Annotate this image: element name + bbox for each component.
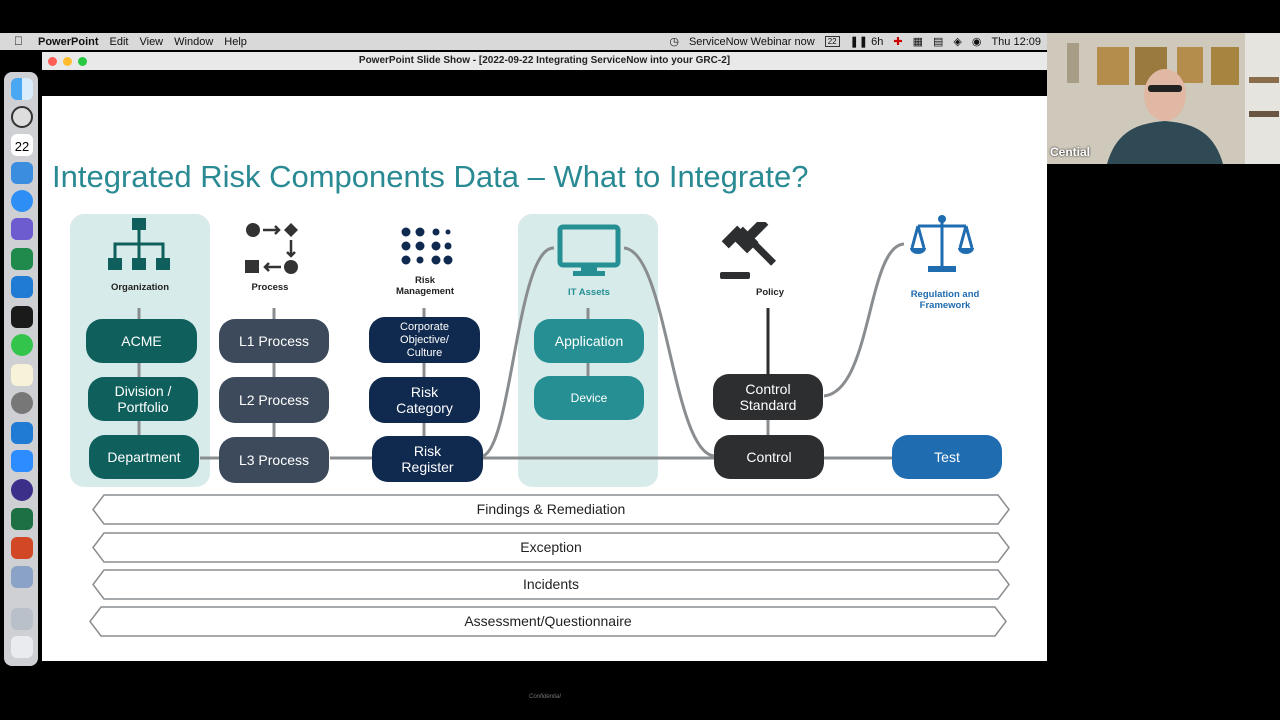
policy-control-standard[interactable]: Control Standard — [713, 374, 823, 420]
regulation-test[interactable]: Test — [892, 435, 1002, 479]
notes-icon[interactable] — [11, 364, 33, 386]
zoom-button[interactable] — [78, 57, 87, 66]
close-button[interactable] — [48, 57, 57, 66]
band-assessment-label: Assessment/Questionnaire — [464, 613, 632, 629]
band-exception[interactable]: Exception — [92, 532, 1010, 563]
messages-icon[interactable] — [11, 334, 33, 356]
menu-view[interactable]: View — [139, 35, 164, 48]
window-titlebar: PowerPoint Slide Show - [2022-09-22 Inte… — [42, 52, 1047, 70]
controls-icon[interactable]: ▤ — [932, 36, 944, 48]
menu-edit[interactable]: Edit — [109, 35, 129, 48]
policy-control[interactable]: Control — [714, 435, 824, 479]
meet-icon[interactable] — [11, 248, 33, 270]
webcam-video[interactable]: Cential — [1047, 33, 1280, 164]
risk-management-label: Risk Management — [395, 275, 455, 297]
window-title: PowerPoint Slide Show - [2022-09-22 Inte… — [358, 55, 731, 66]
band-incidents-label: Incidents — [522, 576, 580, 592]
safari-icon[interactable] — [11, 190, 33, 212]
status-calendar-icon[interactable]: 22 — [824, 36, 840, 47]
process-l2[interactable]: L2 Process — [219, 377, 329, 423]
risk-app-curve — [482, 246, 555, 458]
apple-icon[interactable]:  — [14, 34, 23, 48]
vscode-icon[interactable] — [11, 276, 33, 298]
band-assessment-questionnaire[interactable]: Assessment/Questionnaire — [89, 606, 1007, 637]
standard-regulation-curve — [823, 242, 905, 398]
org-division[interactable]: Division / Portfolio — [88, 377, 198, 421]
gavel-icon — [720, 222, 777, 279]
regulation-label: Regulation and Framework — [910, 289, 980, 311]
process-l3[interactable]: L3 Process — [219, 437, 329, 483]
plus-app-icon[interactable]: ✚ — [893, 36, 903, 48]
clock[interactable]: Thu 12:09 — [991, 35, 1041, 48]
risk-category[interactable]: Risk Category — [369, 377, 480, 423]
risk-matrix-icon — [401, 227, 453, 265]
asset-device[interactable]: Device — [534, 376, 644, 420]
process-flow-icon — [245, 223, 298, 274]
slide[interactable]: Integrated Risk Components Data – What t… — [42, 96, 1047, 700]
terminal-icon[interactable] — [11, 306, 33, 328]
asset-application[interactable]: Application — [534, 319, 644, 363]
app-icon[interactable] — [11, 479, 33, 501]
org-department[interactable]: Department — [89, 435, 199, 479]
risk-register[interactable]: Risk Register — [372, 436, 483, 482]
menu-help[interactable]: Help — [224, 35, 247, 48]
excel-icon[interactable] — [11, 508, 33, 530]
zoom-icon[interactable] — [11, 450, 33, 472]
process-label: Process — [251, 282, 289, 293]
menu-app-name[interactable]: PowerPoint — [38, 35, 99, 48]
org-acme[interactable]: ACME — [86, 319, 197, 363]
minimize-button[interactable] — [63, 57, 72, 66]
band-findings-remediation[interactable]: Findings & Remediation — [92, 494, 1010, 525]
chrome-icon[interactable]: ◉ — [971, 36, 982, 48]
trash-icon[interactable] — [11, 636, 33, 658]
confidential-footer: Confidential — [529, 694, 561, 700]
participant-name: Cential — [1050, 145, 1091, 159]
battery-time[interactable]: ❚❚ 6h — [850, 35, 884, 48]
app-control-curve — [623, 246, 715, 458]
calendar-icon[interactable]: 22 — [11, 134, 33, 156]
menu-bar:  PowerPoint Edit View Window Help ◷ Ser… — [0, 33, 1047, 50]
downloads-icon[interactable] — [11, 608, 33, 630]
monitor-icon — [557, 224, 621, 276]
calendar-event-status[interactable]: ServiceNow Webinar now — [688, 35, 815, 48]
powerpoint-icon[interactable] — [11, 537, 33, 559]
battery-time-label: 6h — [871, 36, 884, 48]
history-icon[interactable]: ◷ — [669, 36, 679, 48]
grid-app-icon[interactable]: ▦ — [912, 36, 923, 48]
menu-window[interactable]: Window — [174, 35, 214, 48]
slideshow-window: PowerPoint Slide Show - [2022-09-22 Inte… — [42, 52, 1047, 700]
wavebox-icon[interactable] — [11, 218, 33, 240]
band-incidents[interactable]: Incidents — [92, 569, 1010, 600]
risk-corporate-objective[interactable]: Corporate Objective/ Culture — [369, 317, 480, 363]
wifi-icon[interactable]: ◈ — [953, 36, 962, 48]
process-l1[interactable]: L1 Process — [219, 319, 329, 363]
organization-chart-icon — [108, 218, 170, 270]
system-prefs-icon[interactable] — [11, 392, 33, 414]
onepassword-icon[interactable] — [11, 106, 33, 128]
band-findings-label: Findings & Remediation — [476, 501, 626, 517]
finder-icon[interactable] — [11, 78, 33, 100]
policy-label: Policy — [756, 287, 784, 298]
slide-title: Integrated Risk Components Data – What t… — [52, 159, 809, 194]
webcam-background — [1047, 33, 1280, 164]
band-exception-label: Exception — [520, 539, 582, 555]
mail-icon[interactable] — [11, 162, 33, 184]
vscode-icon[interactable] — [11, 422, 33, 444]
dock: 22 — [4, 72, 38, 666]
it-assets-label: IT Assets — [568, 287, 610, 298]
preview-icon[interactable] — [11, 566, 33, 588]
scales-icon — [910, 215, 974, 272]
organization-label: Organization — [110, 282, 170, 293]
pause-icon: ❚❚ — [849, 36, 869, 48]
